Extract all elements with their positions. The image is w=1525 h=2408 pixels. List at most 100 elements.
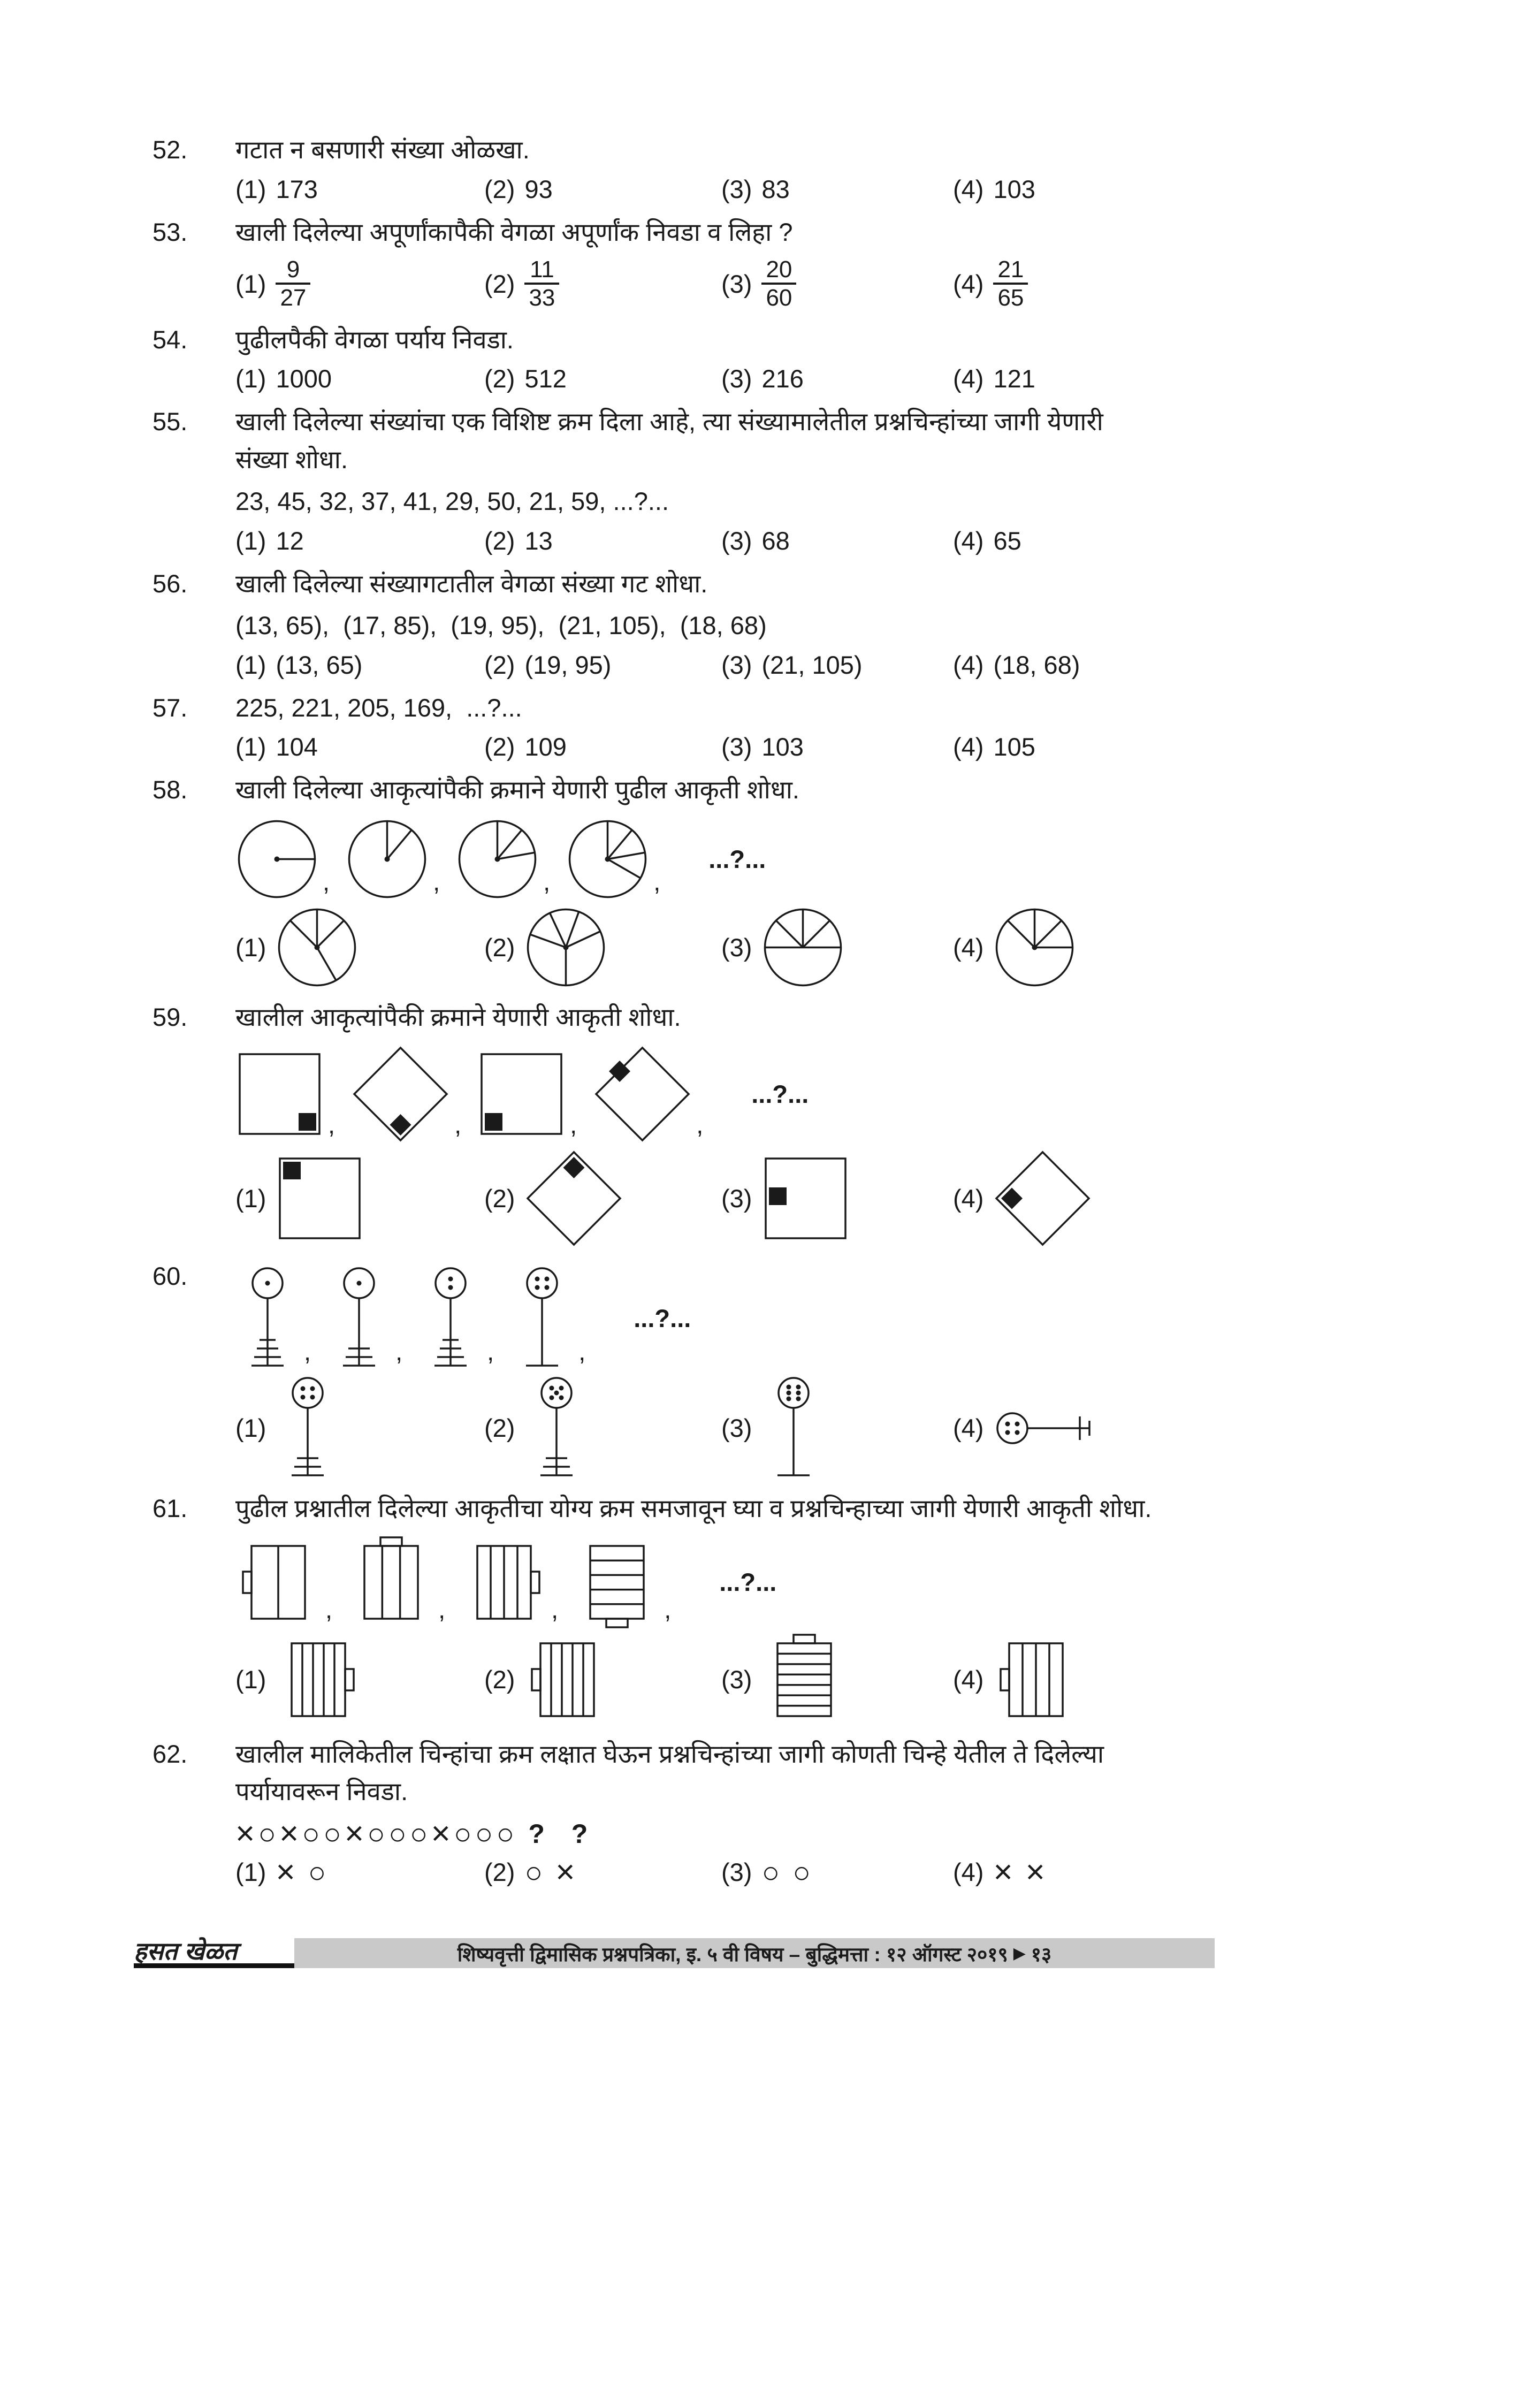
option-label: (2) xyxy=(484,1414,515,1443)
footer-info: शिष्यवृत्ती द्विमासिक प्रश्नपत्रिका, इ. … xyxy=(457,1943,1008,1965)
dotted-circle-stand-figure-icon xyxy=(343,1267,376,1367)
option-2: (2) xyxy=(484,906,721,989)
option-label: (2) xyxy=(484,174,515,203)
question-number: 59. xyxy=(152,1002,188,1031)
option-label: (3) xyxy=(721,933,752,962)
option-label: (2) xyxy=(484,526,515,555)
option-label: (3) xyxy=(721,526,752,555)
option-label: (1) xyxy=(235,269,266,298)
fraction-numerator: 20 xyxy=(766,256,792,283)
question-number: 62. xyxy=(152,1739,188,1768)
page-number: १३ xyxy=(1031,1943,1052,1965)
options-row: (1)173(2)93(3)83(4)103 xyxy=(235,174,1244,204)
dotted-circle-stand-figure-icon xyxy=(777,1377,810,1476)
circle-symbol: ○ xyxy=(258,1816,277,1850)
circle-sector-figure-icon xyxy=(348,820,426,898)
sequence-figure-1 xyxy=(235,818,318,901)
option-label: (4) xyxy=(953,364,984,393)
option-1: (1)173 xyxy=(235,174,484,204)
option-2: (2) xyxy=(484,1149,721,1248)
option-label: (3) xyxy=(721,733,752,761)
sequence-figure-1 xyxy=(235,1050,324,1138)
option-label: (3) xyxy=(721,1858,752,1887)
dotted-circle-stand-horizontal-figure-icon xyxy=(996,1412,1091,1444)
square-with-marker-figure-icon xyxy=(279,1157,361,1239)
circle-symbol: ○ xyxy=(496,1816,515,1850)
option-3: (3)○○ xyxy=(721,1857,953,1887)
fraction-denominator: 60 xyxy=(761,283,797,311)
diamond-with-marker-figure-icon xyxy=(594,1046,690,1142)
option-1: (1) 1000 xyxy=(235,364,484,393)
option-3: (3) 103 xyxy=(721,732,953,761)
question-body: खाली दिलेल्या संख्यांचा एक विशिष्ट क्रम … xyxy=(235,403,1244,555)
option-label: (2) xyxy=(484,1665,515,1694)
option-label: (4) xyxy=(953,1184,984,1213)
question-number: 53. xyxy=(152,217,188,246)
sequence-figure-4 xyxy=(574,1536,660,1628)
options-row: (1)12(2)13(3)68(4)65 xyxy=(235,526,1244,555)
sequence-figure-4 xyxy=(566,818,649,901)
option-value: (13, 65) xyxy=(276,650,363,679)
option-3: (3)(21, 105) xyxy=(721,650,953,680)
option-value: 104 xyxy=(276,733,318,761)
comma-separator: , xyxy=(664,1595,672,1624)
question-body: ,,,,...?...(1)(2)(3)(4) xyxy=(235,1258,1244,1480)
question-text: खालील मालिकेतील चिन्हांचा क्रम लक्षात घे… xyxy=(235,1739,1104,1768)
option-label: (4) xyxy=(953,733,984,761)
option-value: 103 xyxy=(761,733,804,761)
question-number: 52. xyxy=(152,135,188,164)
striped-rect-with-tab-figure-icon xyxy=(476,1544,540,1620)
figure-sequence: ,,,,...?... xyxy=(235,1536,1244,1628)
circle-sector-figure-icon xyxy=(764,908,842,986)
comma-separator: , xyxy=(570,1110,577,1139)
question-body: खालील मालिकेतील चिन्हांचा क्रम लक्षात घे… xyxy=(235,1735,1244,1889)
x-symbol: × xyxy=(276,1853,295,1891)
question-text: पुढील प्रश्नातील दिलेल्या आकृतीचा योग्य … xyxy=(235,1494,1152,1523)
figure-sequence: ,,,,...?... xyxy=(235,1266,1244,1370)
option-1: (1) xyxy=(235,1376,484,1480)
option-3: (3) xyxy=(721,1376,953,1480)
comma-separator: , xyxy=(304,1337,311,1366)
sequence-figure-2 xyxy=(327,1266,391,1370)
circle-sector-figure-icon xyxy=(238,820,316,898)
question-body: खाली दिलेल्या संख्यागटातील वेगळा संख्या … xyxy=(235,565,1244,680)
circle-symbol: ○ xyxy=(302,1816,321,1850)
options-row: (1)(13, 65)(2)(19, 95)(3)(21, 105)(4)(18… xyxy=(235,650,1244,680)
circle-sector-figure-icon xyxy=(568,820,647,898)
option-label: (1) xyxy=(235,1665,266,1694)
option-value: 109 xyxy=(524,733,567,761)
question-body: 225, 221, 205, 169, ...?...(1)104(2)109(… xyxy=(235,689,1244,762)
question-text: गटात न बसणारी संख्या ओळखा. xyxy=(235,135,530,164)
question-60: 60.,,,,...?...(1)(2)(3)(4) xyxy=(152,1258,1244,1480)
option-label: (1) xyxy=(235,364,266,393)
option-label: (3) xyxy=(721,1665,752,1694)
circle-sector-figure-icon xyxy=(278,908,356,986)
diamond-with-marker-figure-icon xyxy=(526,1150,622,1246)
comma-separator: , xyxy=(696,1110,704,1139)
striped-rect-with-tab-figure-icon xyxy=(1000,1642,1064,1717)
option-1: (1) xyxy=(235,1634,484,1726)
option-value: 1000 xyxy=(276,364,332,393)
option-label: (2) xyxy=(484,1184,515,1213)
question-body: पुढीलपैकी वेगळा पर्याय निवडा.(1)1000(2)5… xyxy=(235,321,1244,394)
question-body: पुढील प्रश्नातील दिलेल्या आकृतीचा योग्य … xyxy=(235,1490,1244,1726)
fraction-denominator: 33 xyxy=(524,283,560,311)
option-2: (2)512 xyxy=(484,364,721,393)
x-symbol: × xyxy=(993,1853,1013,1891)
publisher-logo-text: हसत खेळत xyxy=(134,1937,238,1965)
option-label: (4) xyxy=(953,1665,984,1694)
question-mark-placeholder: ? ? xyxy=(528,1818,598,1849)
sequence-figure-3 xyxy=(461,1536,547,1628)
question-53: 53.खाली दिलेल्या अपूर्णांकापैकी वेगळा अप… xyxy=(152,214,1244,311)
option-label: (1) xyxy=(235,526,266,555)
sequence-figure-4 xyxy=(593,1045,692,1144)
option-2: (2) xyxy=(484,1376,721,1480)
question-56: 56.खाली दिलेल्या संख्यागटातील वेगळा संख्… xyxy=(152,565,1244,680)
dotted-circle-stand-figure-icon xyxy=(540,1377,573,1476)
option-2: (2)93 xyxy=(484,174,721,204)
option-value: 173 xyxy=(276,174,318,203)
